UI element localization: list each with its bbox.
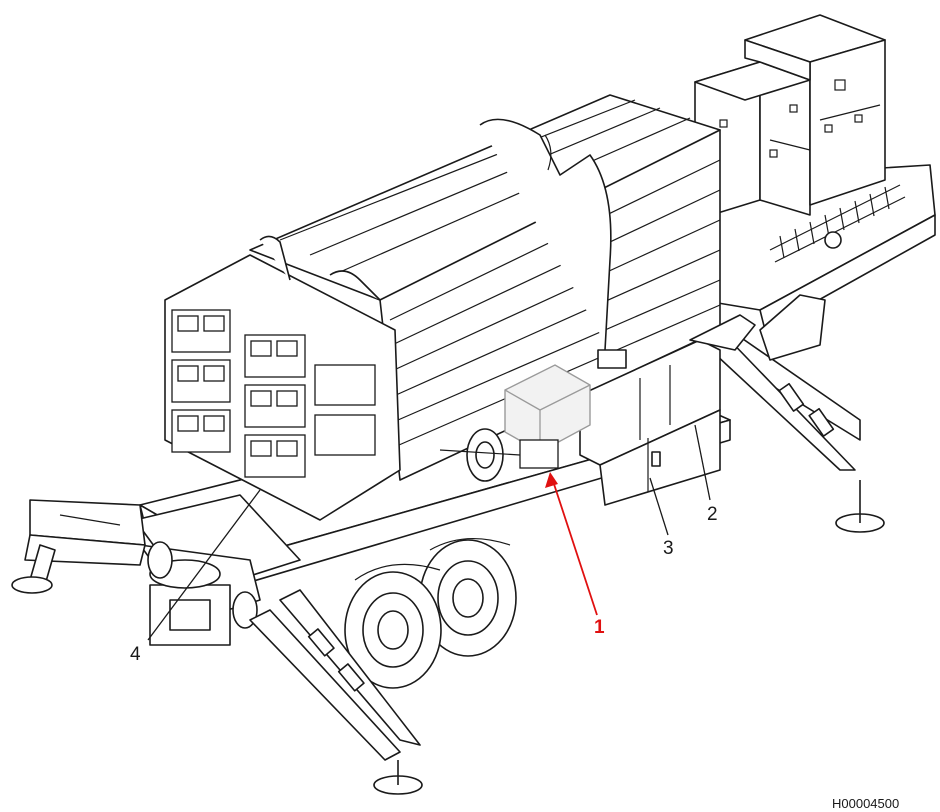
callout-3-label: 3 — [663, 538, 674, 559]
outrigger-front-right — [249, 589, 423, 795]
callout-2-leader — [694, 424, 711, 501]
canister-endcaps — [164, 235, 401, 521]
outrigger-rear — [699, 294, 885, 533]
callout-2-label: 2 — [707, 504, 718, 525]
callout-1-arrowhead — [545, 472, 558, 488]
callout-1-label: 1 — [594, 617, 605, 638]
electronics-cabinets — [579, 314, 756, 506]
callout-4-label: 4 — [130, 644, 141, 665]
callout-4-leader — [147, 489, 261, 641]
highlighted-component — [439, 364, 591, 482]
figure-code: H00004500 — [832, 796, 899, 811]
generator-pod — [689, 14, 936, 331]
outrigger-front-left — [11, 499, 146, 594]
callout-1-leader — [551, 477, 598, 616]
missile-canisters — [249, 94, 721, 481]
wheels — [344, 538, 517, 689]
callout-3-leader — [649, 477, 669, 536]
